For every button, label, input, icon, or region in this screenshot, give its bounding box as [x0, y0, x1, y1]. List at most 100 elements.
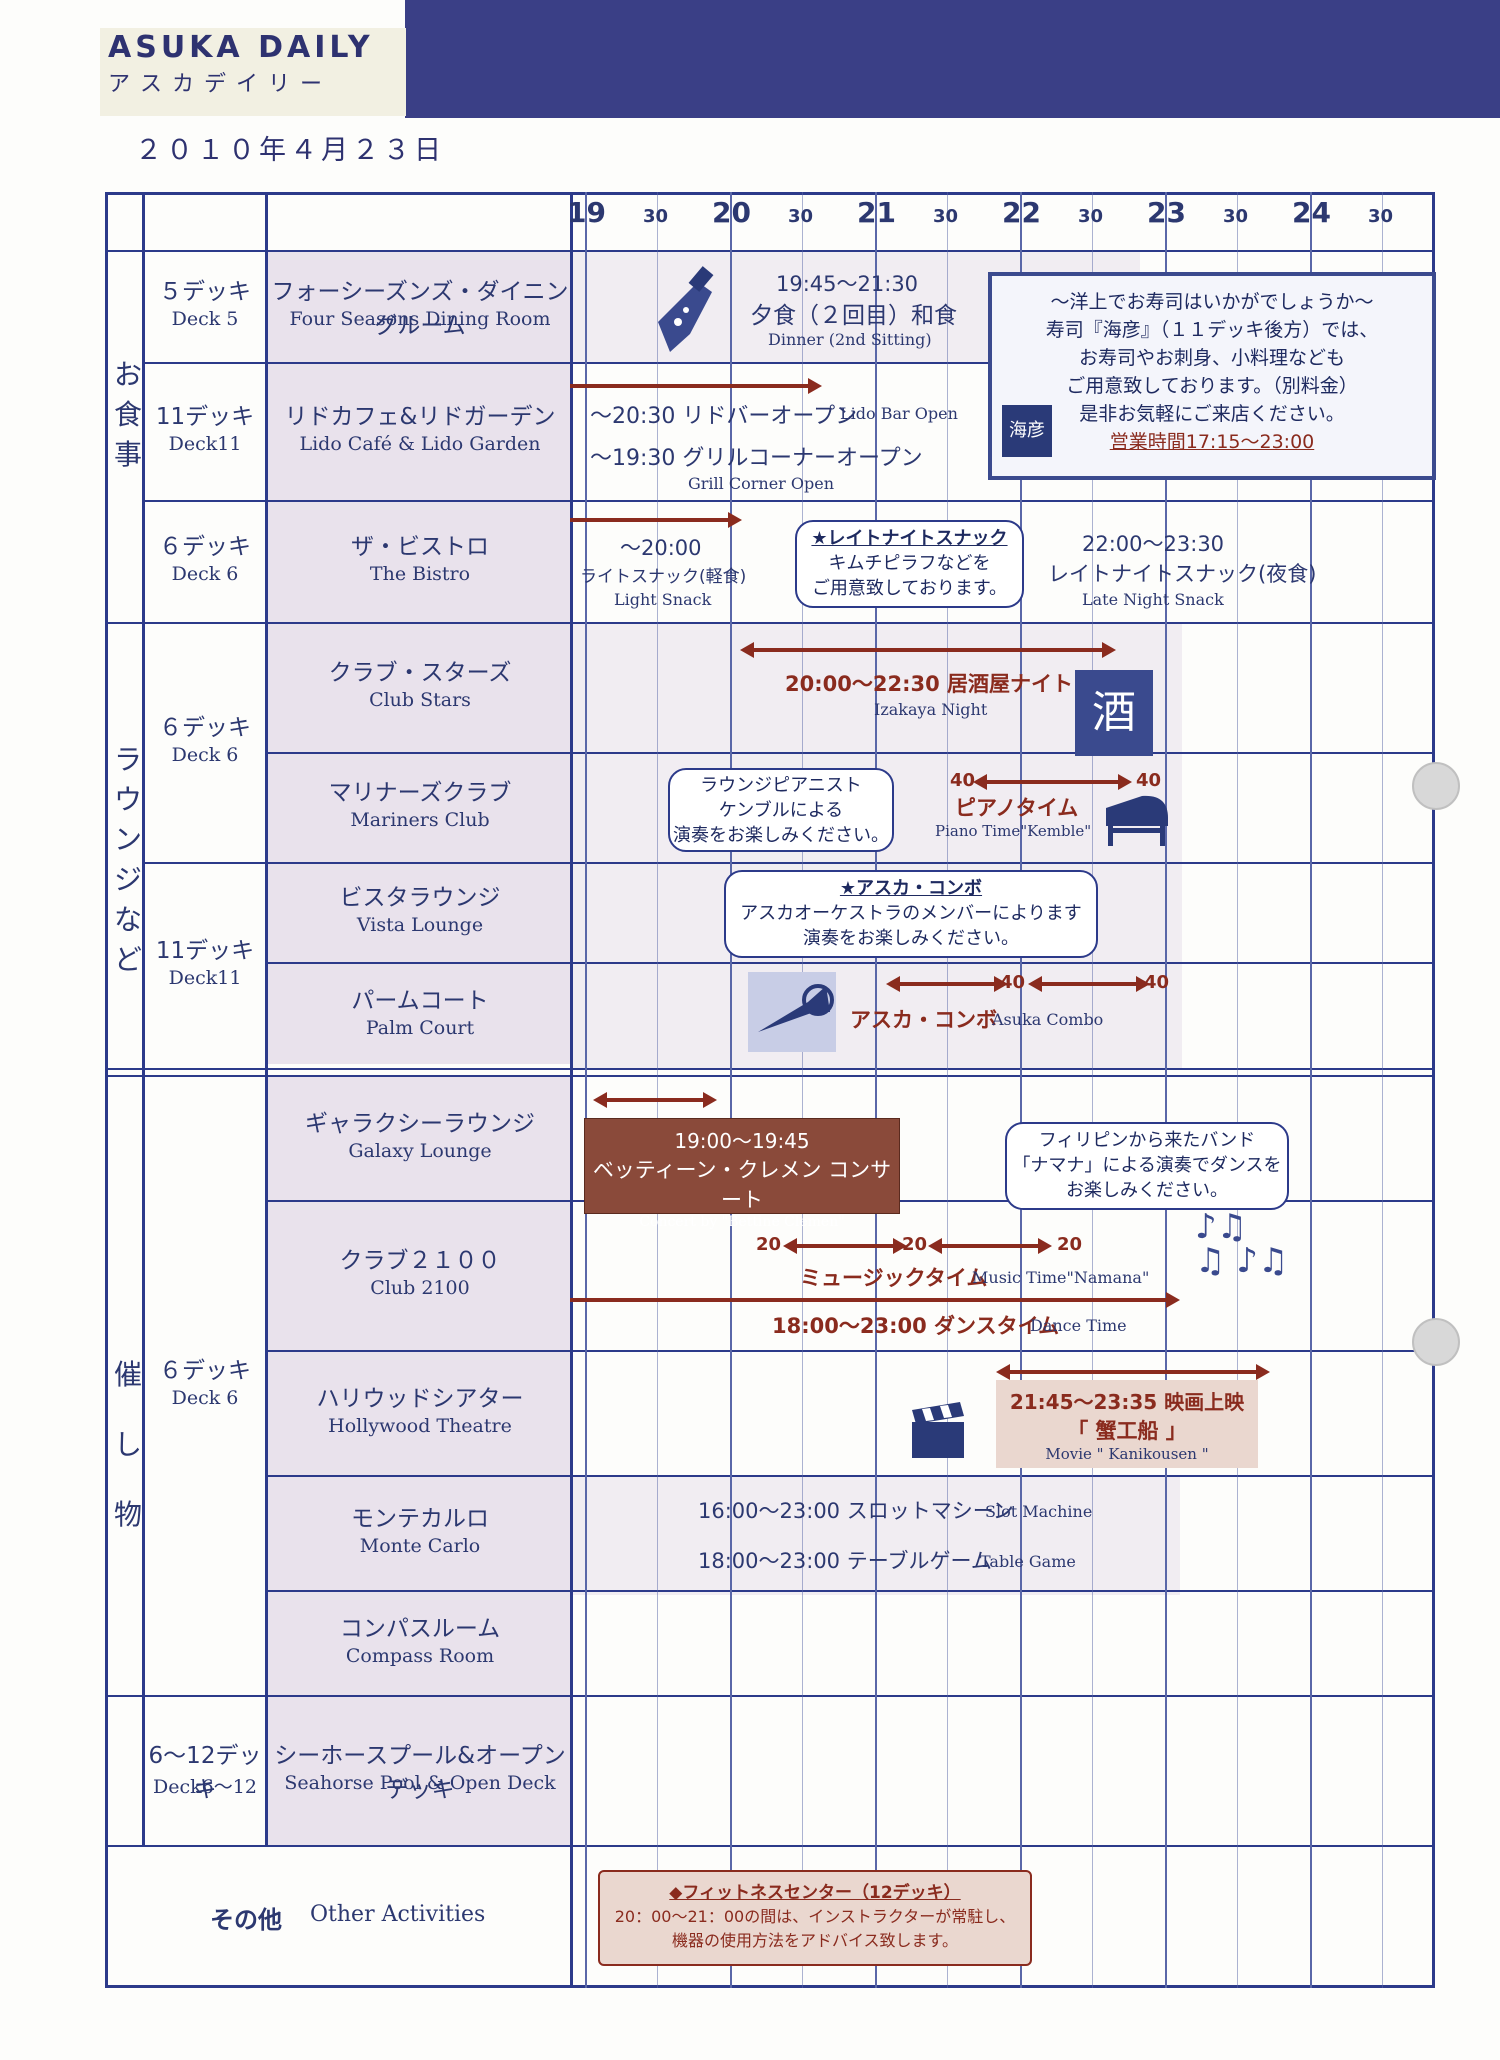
piano-label: ピアノタイム — [955, 796, 1079, 820]
lido-bar-arrow — [570, 378, 822, 394]
light-snack-label: ライトスナック(軽食) — [580, 567, 747, 587]
group-entertainment: 催 し 物 — [108, 1340, 148, 1550]
deck-label-en: Deck 6 — [171, 744, 239, 766]
venue-name-jp: ザ・ビストロ — [351, 534, 489, 560]
grill-english: Grill Corner Open — [688, 474, 835, 493]
movie-box: 21:45〜23:35 映画上映 「 蟹工船 」 Movie " Kanikou… — [996, 1380, 1258, 1468]
venue-name-jp: ハリウッドシアター — [316, 1385, 524, 1412]
header-band — [405, 0, 1500, 118]
late-bubble-1: ★レイトナイトスナック — [811, 528, 1008, 549]
hour-tick: 20 — [712, 196, 751, 229]
music-20-1: 20 — [756, 1234, 782, 1255]
piano-bubble: ラウンジピアニスト ケンブルによる 演奏をお楽しみください。 — [668, 768, 894, 852]
lido-bar-label: 〜20:30 リドバーオープン — [590, 404, 858, 429]
grand-piano-icon — [1102, 788, 1172, 850]
grid-row-11 — [265, 1475, 1435, 1477]
fitness-line-2: 20：00〜21：00の間は、インストラクターが常駐し、 — [614, 1907, 1016, 1926]
group-entertainment-text: 催 し 物 — [113, 1358, 142, 1531]
grid-deck-2 — [142, 500, 272, 502]
group-dining-text: お 食 事 — [113, 358, 142, 471]
fitness-line-3: 機器の使用方法をアドバイス致します。 — [672, 1931, 958, 1950]
grid-top — [105, 192, 1435, 195]
concert-arrow — [593, 1092, 717, 1108]
venue-shade-2 — [268, 1075, 570, 1845]
piano-40-start: 40 — [950, 770, 976, 791]
late-snack-time: 22:00〜23:30 — [1082, 532, 1225, 556]
grill-label: 〜19:30 グリルコーナーオープン — [590, 446, 923, 471]
concert-label: ベッティーン・クレメン コンサート — [592, 1158, 892, 1212]
venue-name-en: The Bistro — [369, 563, 471, 585]
binder-hole-1 — [1412, 762, 1460, 810]
sushi-notice: 〜洋上でお寿司はいかがでしょうか〜 寿司『海彦』（１１デッキ後方）では、 お寿司… — [988, 272, 1436, 480]
movie-title: 「 蟹工船 」 — [1067, 1419, 1187, 1443]
grid-bottom — [105, 1985, 1435, 1988]
fitness-line-1: ◆フィットネスセンター（12デッキ） — [669, 1883, 961, 1903]
table-english: Table Game — [980, 1552, 1076, 1571]
venue-name-jp: コンパスルーム — [339, 1615, 501, 1642]
light-snack-arrow — [570, 512, 742, 528]
lido-bar-english: Lido Bar Open — [840, 404, 958, 423]
grid-row-5 — [142, 862, 1435, 864]
time-line-2 — [875, 192, 877, 1988]
music-arrow-2 — [928, 1238, 1052, 1254]
slot-english: Slot Machine — [985, 1502, 1093, 1521]
grid-left — [105, 192, 108, 1988]
combo-bubble-2: アスカオーケストラのメンバーによります — [740, 903, 1082, 924]
venue-name-jp: クラブ・スターズ — [328, 660, 512, 686]
combo-40-2: 40 — [1144, 972, 1170, 993]
binder-hole-2 — [1412, 1318, 1460, 1366]
concert-time: 19:00〜19:45 — [674, 1129, 810, 1153]
hour-tick: 21 — [857, 196, 896, 229]
movie-arrow — [996, 1364, 1270, 1380]
grid-col-2 — [570, 192, 573, 1988]
half-line-4 — [1237, 192, 1238, 1988]
grid-deck-1 — [142, 362, 272, 364]
dinner-time: 19:45〜21:30 — [776, 272, 919, 296]
music-20-3: 20 — [1057, 1234, 1083, 1255]
grid-row-12 — [265, 1590, 1435, 1592]
group-dining: お 食 事 — [108, 355, 148, 475]
sushi-sign-text: 海彦 — [1009, 420, 1045, 441]
half-hour-tick: 30 — [643, 206, 669, 227]
sushi-line-3: お寿司やお刺身、小料理なども — [1078, 347, 1345, 369]
venue-name-en: Monte Carlo — [359, 1534, 481, 1557]
venue-name-en: Compass Room — [345, 1644, 495, 1667]
dance-arrow — [570, 1292, 1180, 1308]
grid-row-2 — [265, 500, 1435, 502]
combo-english: Asuka Combo — [992, 1010, 1104, 1029]
dinner-english: Dinner (2nd Sitting) — [768, 330, 932, 349]
logo-english: ASUKA DAILY — [108, 30, 374, 65]
hour-tick: 22 — [1002, 196, 1041, 229]
grid-col-1 — [265, 192, 268, 1846]
deck-label-jp: 11デッキ — [155, 404, 255, 430]
dance-english: Dance Time — [1030, 1316, 1127, 1335]
grid-row-0 — [105, 250, 1435, 252]
sake-banner-icon: 酒 — [1075, 670, 1153, 756]
deck-label-jp: ６デッキ — [159, 1358, 251, 1384]
grid-row-14 — [105, 1845, 1435, 1847]
deck-label-en: Deck11 — [168, 433, 242, 455]
sushi-hours: 営業時間17:15〜23:00 — [1109, 431, 1315, 453]
half-hour-tick: 30 — [1223, 206, 1249, 227]
other-label-jp: その他 — [210, 1906, 282, 1934]
late-bubble-2: キムチピラフなどを — [828, 553, 991, 574]
venue-name-en: Galaxy Lounge — [348, 1139, 492, 1162]
deck-label-en: Deck6〜12 — [153, 1776, 257, 1798]
table-label: 18:00〜23:00 テーブルゲーム — [698, 1549, 992, 1573]
deck-label-jp: ５デッキ — [159, 279, 251, 305]
izakaya-english: Izakaya Night — [874, 700, 988, 719]
sushi-line-1: 〜洋上でお寿司はいかがでしょうか〜 — [1050, 291, 1374, 313]
venue-name-en: Lido Café & Lido Garden — [299, 433, 541, 455]
grid-row-3 — [105, 622, 1435, 624]
namana-bubble: フィリピンから来たバンド 「ナマナ」による演奏でダンスを お楽しみください。 — [1005, 1122, 1289, 1210]
venue-name-jp: フォーシーズンズ・ダイニングルーム — [271, 279, 569, 339]
venue-name-jp: リドカフェ&リドガーデン — [284, 404, 556, 430]
piano-english: Piano Time"Kemble" — [935, 822, 1092, 840]
music-20-2: 20 — [902, 1234, 928, 1255]
half-hour-tick: 30 — [788, 206, 814, 227]
deck-label-en: Deck 6 — [171, 563, 239, 585]
piano-bubble-1: ラウンジピアニスト — [700, 775, 862, 796]
time-line-3 — [1020, 192, 1022, 1988]
combo-bubble: ★アスカ・コンボ アスカオーケストラのメンバーによります 演奏をお楽しみください… — [724, 870, 1098, 958]
namana-bubble-2: 「ナマナ」による演奏でダンスを — [1012, 1155, 1282, 1176]
